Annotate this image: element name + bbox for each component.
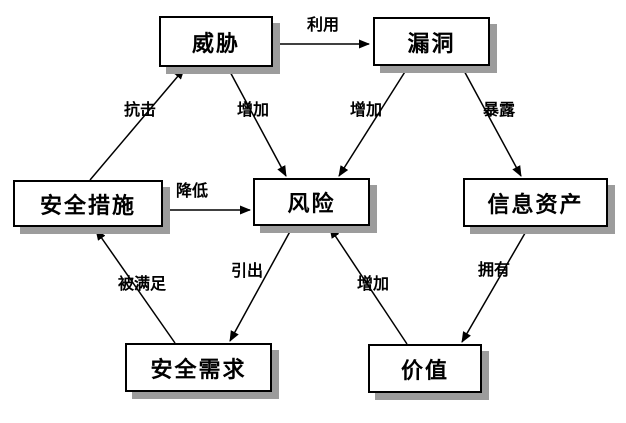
edge-increase-threat-arrow bbox=[227, 67, 287, 177]
node-vulnerability-label: 漏洞 bbox=[407, 31, 456, 57]
edge-label-exploit: 利用 bbox=[306, 15, 340, 34]
edge-label-increase-threat: 增加 bbox=[236, 100, 270, 119]
edge-own-arrow bbox=[461, 227, 529, 343]
edge-label-expose: 暴露 bbox=[482, 100, 516, 119]
edge-label-increase-value: 增加 bbox=[356, 274, 390, 293]
edge-increase-value-arrow bbox=[329, 227, 408, 345]
node-security-measures: 安全措施 bbox=[13, 180, 163, 227]
node-security-measures-label: 安全措施 bbox=[39, 193, 136, 219]
edge-label-own: 拥有 bbox=[477, 260, 511, 279]
edge-label-reduce: 降低 bbox=[175, 181, 209, 200]
node-risk-label: 风险 bbox=[287, 192, 336, 217]
edge-satisfied-arrow bbox=[95, 229, 176, 344]
edge-label-resist: 抗击 bbox=[123, 100, 157, 119]
edge-resist-arrow bbox=[89, 68, 185, 181]
node-security-requirements-label: 安全需求 bbox=[150, 357, 247, 383]
edge-expose-arrow bbox=[461, 66, 522, 177]
edge-label-increase-vulnerability: 增加 bbox=[349, 100, 383, 119]
edge-increase-vulnerability-arrow bbox=[338, 66, 409, 177]
node-value-label: 价值 bbox=[400, 358, 449, 384]
edge-derive-arrow bbox=[229, 225, 294, 342]
node-vulnerability: 漏洞 bbox=[373, 17, 490, 66]
node-value: 价值 bbox=[368, 344, 482, 393]
node-security-requirements: 安全需求 bbox=[125, 343, 272, 392]
edge-label-derive: 引出 bbox=[230, 261, 264, 280]
node-threat-label: 威胁 bbox=[191, 31, 240, 57]
node-information-assets-label: 信息资产 bbox=[487, 192, 584, 218]
node-threat: 威胁 bbox=[159, 16, 273, 67]
node-risk: 风险 bbox=[253, 178, 370, 226]
edge-label-satisfied: 被满足 bbox=[117, 274, 167, 293]
node-information-assets: 信息资产 bbox=[463, 178, 608, 227]
